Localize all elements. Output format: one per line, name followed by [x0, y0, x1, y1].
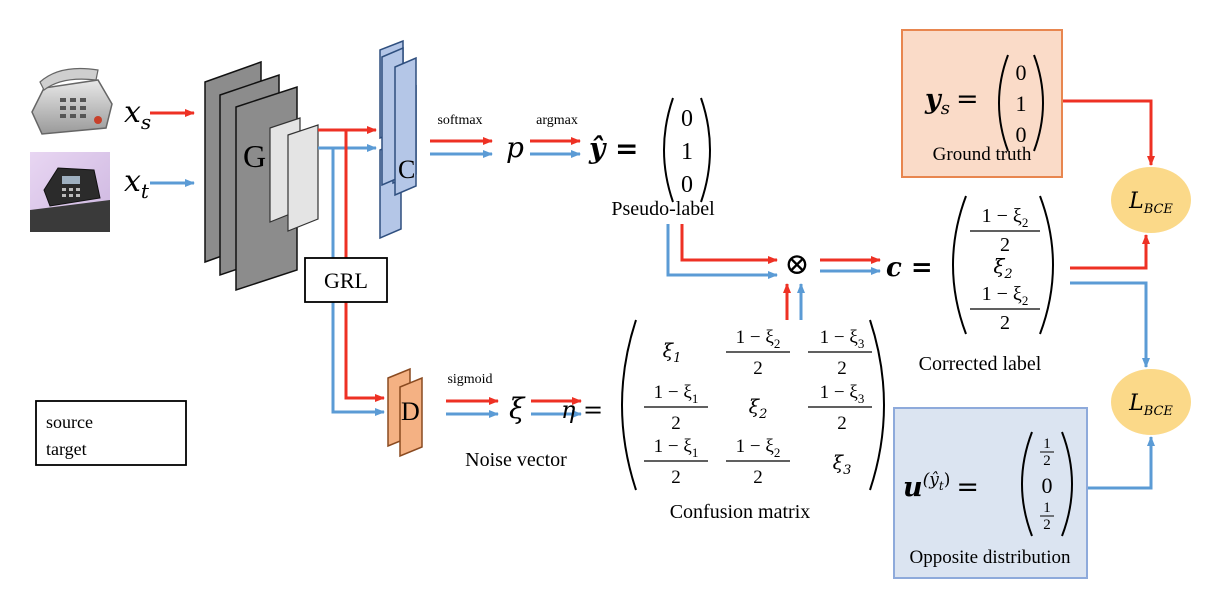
otimes-symbol: ⊗	[784, 248, 809, 281]
yhat-v0: 0	[681, 106, 693, 132]
arrow-opp-to-loss	[1087, 436, 1155, 490]
svg-text:2: 2	[1000, 312, 1010, 334]
p-symbol: p	[506, 131, 524, 164]
svg-text:1 − ξ2: 1 − ξ2	[736, 436, 781, 460]
svg-text:1 − ξ2: 1 − ξ2	[982, 283, 1029, 308]
softmax-label: softmax	[437, 113, 482, 128]
svg-text:1 − ξ3: 1 − ξ3	[820, 382, 865, 406]
svg-text:1 − ξ1: 1 − ξ1	[654, 436, 699, 460]
arrow-c-to-loss-top	[1070, 234, 1150, 270]
svg-text:2: 2	[837, 413, 847, 434]
generator-label: G	[243, 138, 266, 174]
opposite-distribution-caption: Opposite distribution	[910, 547, 1071, 568]
corrected-label-caption: Corrected label	[919, 353, 1042, 375]
xi-symbol: ξ	[509, 392, 526, 425]
argmax-label: argmax	[536, 113, 578, 128]
arrow-c-to-loss-bottom	[1070, 281, 1150, 368]
svg-text:1 − ξ2: 1 − ξ2	[982, 205, 1029, 230]
ground-truth-box: ys= 0 1 0 Ground truth	[901, 29, 1063, 178]
source-input-symbol: xs	[124, 95, 151, 134]
classifier-label: C	[398, 155, 415, 184]
yhat-v2: 0	[681, 172, 693, 198]
svg-text:2: 2	[671, 467, 681, 488]
arrow-y-to-otimes-target	[666, 224, 778, 279]
svg-text:LBCE: LBCE	[1128, 391, 1173, 419]
svg-text:2: 2	[1043, 453, 1051, 469]
yhat-v1: 1	[681, 139, 693, 165]
svg-text:1: 1	[1016, 91, 1027, 116]
svg-text:LBCE: LBCE	[1128, 189, 1173, 217]
eta-equals: η =	[561, 396, 603, 424]
noise-vector-caption: Noise vector	[465, 449, 567, 471]
svg-text:1 − ξ3: 1 − ξ3	[820, 327, 865, 351]
grl-label: GRL	[324, 268, 368, 293]
svg-text:0: 0	[1016, 122, 1027, 147]
svg-text:2: 2	[837, 358, 847, 379]
loss-node-top: LBCE	[1111, 167, 1191, 233]
target-image	[30, 152, 110, 232]
arrow-gt-to-loss	[1062, 99, 1155, 166]
confusion-matrix-caption: Confusion matrix	[670, 501, 811, 523]
svg-text:2: 2	[753, 358, 763, 379]
u-equals: u(ŷt)=	[903, 470, 979, 503]
classifier-front: C	[381, 46, 417, 197]
arrow-grl-to-d-source	[344, 302, 385, 402]
svg-text:2: 2	[1000, 234, 1010, 256]
pseudo-label-caption: Pseudo-label	[611, 198, 715, 220]
corrected-label-vector: c = 1 − ξ2 2 ξ2 1 − ξ2 2	[886, 195, 1054, 335]
svg-text:0: 0	[1016, 60, 1027, 85]
c-equals: c =	[886, 253, 933, 283]
confusion-matrix: η = ξ1 1 − ξ2 2 1 − ξ3 2 1 − ξ1 2 ξ2 1 −…	[561, 319, 885, 491]
svg-text:ξ3: ξ3	[833, 452, 852, 478]
discriminator-label: D	[401, 397, 420, 426]
svg-text:2: 2	[1043, 517, 1051, 533]
svg-text:1: 1	[1043, 436, 1051, 452]
yhat-equals: ŷ =	[588, 132, 638, 165]
arrows-layer	[124, 99, 1155, 490]
grl-block: GRL	[304, 257, 388, 303]
arrow-y-to-otimes-source	[680, 224, 778, 264]
discriminator-block: D	[387, 367, 423, 458]
loss-node-bottom: LBCE	[1111, 369, 1191, 435]
svg-text:2: 2	[753, 467, 763, 488]
legend-source-label: source	[46, 412, 93, 432]
svg-text:1: 1	[1043, 500, 1051, 516]
ys-equals: ys=	[924, 84, 979, 119]
ground-truth-caption: Ground truth	[933, 144, 1032, 165]
legend-target-label: target	[46, 439, 87, 459]
opposite-distribution-box: u(ŷt)= 1 2 0 1 2 Opposite distribution	[893, 407, 1088, 579]
target-input-symbol: xt	[124, 164, 150, 203]
svg-text:ξ2: ξ2	[993, 254, 1012, 282]
svg-text:1 − ξ1: 1 − ξ1	[654, 382, 699, 406]
svg-text:0: 0	[1042, 473, 1053, 498]
legend: source target	[35, 400, 187, 466]
svg-text:ξ1: ξ1	[663, 340, 682, 366]
sigmoid-label: sigmoid	[447, 372, 492, 387]
arrow-grl-to-d-target	[331, 302, 385, 416]
generator-block: G	[204, 60, 319, 292]
pseudo-label-vector: ŷ = 0 1 0	[588, 97, 711, 203]
source-image	[31, 67, 113, 135]
svg-text:2: 2	[671, 413, 681, 434]
svg-text:1 − ξ2: 1 − ξ2	[736, 327, 781, 351]
svg-text:ξ2: ξ2	[749, 396, 768, 422]
